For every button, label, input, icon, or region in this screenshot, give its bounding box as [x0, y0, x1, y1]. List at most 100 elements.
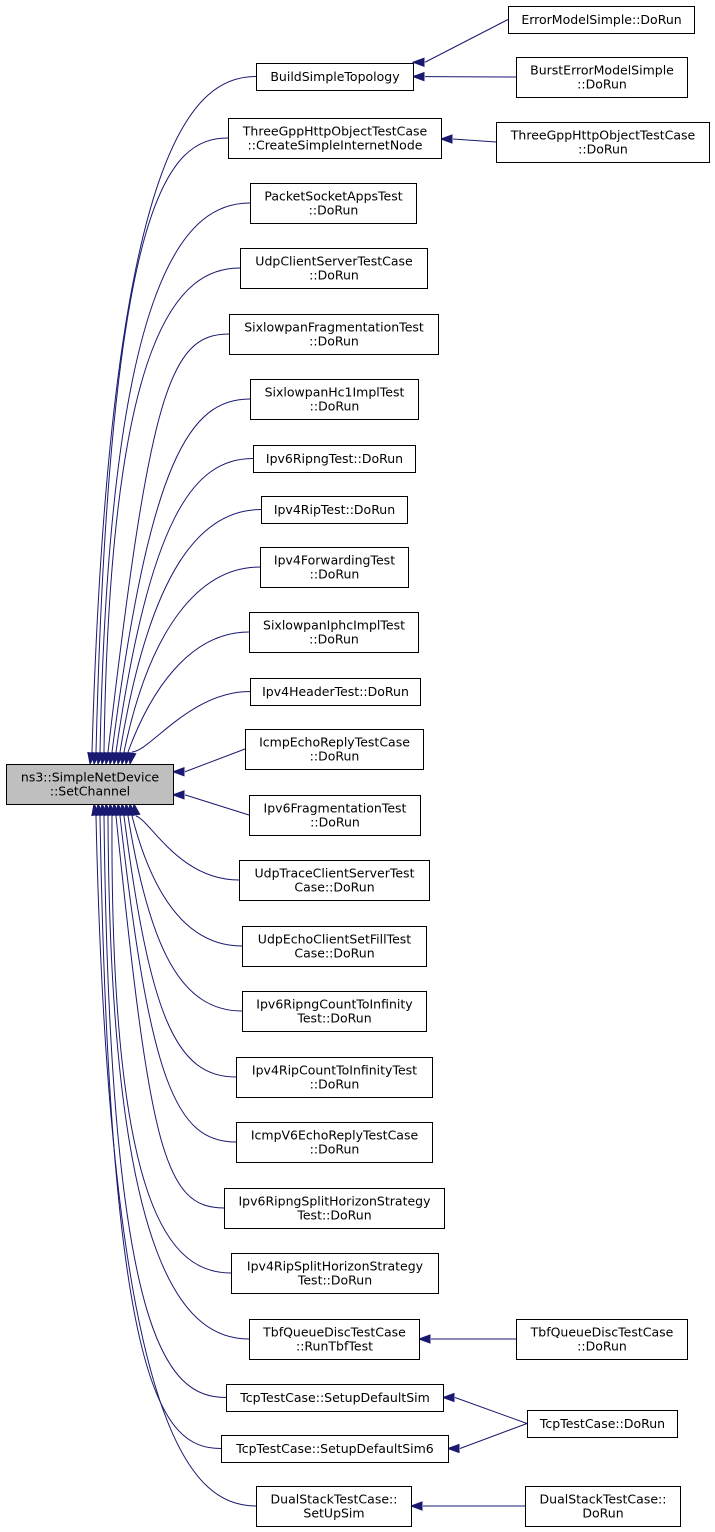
edge-n24-to-root: [91, 802, 257, 1507]
node-label-line: Test::DoRun: [297, 1273, 372, 1288]
edge-n11-to-root-line: [131, 691, 251, 753]
function-node[interactable]: TbfQueueDiscTestCase::DoRun: [516, 1319, 688, 1360]
edge-m1-to-n1-line: [424, 19, 509, 63]
edge-n19-to-root-line: [115, 815, 225, 1209]
node-label-line: Test::DoRun: [296, 1011, 371, 1026]
node-box: [525, 1486, 681, 1527]
edge-n17-to-root: [119, 802, 237, 1078]
node-label-line: ns3::SimpleNetDevice: [21, 770, 159, 785]
edge-n19-to-root: [111, 802, 225, 1209]
node-box: [527, 1410, 678, 1438]
node-label-line: ::DoRun: [577, 1339, 627, 1354]
edge-n3-to-root: [95, 202, 251, 766]
edge-n24-to-root-line: [95, 815, 257, 1507]
edge-n12-to-root-arrowhead: [171, 767, 185, 777]
edge-n16-to-root-line: [127, 815, 243, 1012]
function-node[interactable]: ErrorModelSimple::DoRun: [508, 6, 695, 34]
node-label-line: Ipv4RipTest::DoRun: [274, 502, 395, 517]
function-node[interactable]: Ipv4ForwardingTest::DoRun: [260, 547, 409, 588]
function-node[interactable]: UdpClientServerTestCase::DoRun: [240, 248, 428, 289]
function-node[interactable]: ThreeGppHttpObjectTestCase::DoRun: [496, 122, 710, 163]
function-node[interactable]: SixlowpanFragmentationTest::DoRun: [229, 314, 439, 355]
function-node[interactable]: Ipv4RipCountToInfinityTest::DoRun: [236, 1057, 433, 1098]
node-box: [516, 1319, 688, 1360]
node-box: [236, 1057, 433, 1098]
function-node[interactable]: Ipv4HeaderTest::DoRun: [250, 678, 421, 706]
node-label-line: Test::DoRun: [296, 1208, 371, 1223]
edge-n8-to-root-line: [119, 509, 262, 753]
edge-n5-to-root-line: [107, 333, 230, 753]
node-box: [239, 860, 430, 901]
edge-m4-to-n21-arrowhead: [417, 1334, 431, 1344]
edge-n1-to-root: [87, 76, 257, 766]
function-node[interactable]: ThreeGppHttpObjectTestCase::CreateSimple…: [228, 118, 442, 159]
node-box: [229, 314, 439, 355]
node-box: [6, 764, 174, 805]
edge-m2-to-n1: [411, 71, 517, 82]
node-label-line: TcpTestCase::SetupDefaultSim6: [235, 1441, 434, 1456]
edge-n20-to-root: [107, 802, 232, 1274]
edge-m6-to-n24: [409, 1501, 525, 1511]
edge-n14-to-root: [131, 802, 240, 881]
function-node[interactable]: SixlowpanIphcImplTest::DoRun: [249, 612, 419, 653]
function-node[interactable]: PacketSocketAppsTest::DoRun: [250, 183, 417, 224]
node-box: [249, 612, 419, 653]
function-node[interactable]: IcmpEchoReplyTestCase::DoRun: [245, 729, 424, 770]
node-label-line: ::DoRun: [310, 399, 360, 414]
edge-n12-to-root-line: [184, 748, 246, 773]
node-label-line: SixlowpanHc1ImplTest: [265, 385, 405, 400]
function-node[interactable]: BuildSimpleTopology: [256, 63, 414, 91]
function-node[interactable]: SixlowpanHc1ImplTest::DoRun: [250, 379, 419, 420]
edge-m1-to-n1: [411, 19, 509, 67]
node-label-line: TcpTestCase::SetupDefaultSim: [239, 1390, 430, 1405]
node-label-line: Ipv4HeaderTest::DoRun: [262, 684, 409, 699]
node-label-line: Ipv4RipCountToInfinityTest: [252, 1063, 417, 1078]
node-label-line: ::SetChannel: [50, 784, 130, 799]
function-node[interactable]: TcpTestCase::DoRun: [527, 1410, 678, 1438]
function-node[interactable]: Ipv4RipTest::DoRun: [261, 496, 408, 524]
node-label-line: BuildSimpleTopology: [270, 69, 400, 84]
function-node[interactable]: TcpTestCase::SetupDefaultSim6: [221, 1435, 449, 1463]
edge-n22-to-root: [99, 802, 227, 1398]
function-node[interactable]: TbfQueueDiscTestCase::RunTbfTest: [249, 1319, 420, 1360]
edge-m1-to-n1-arrowhead: [411, 57, 425, 67]
function-node[interactable]: DualStackTestCase::SetUpSim: [256, 1486, 412, 1527]
node-box: [236, 1122, 433, 1163]
edge-n12-to-root: [171, 748, 246, 777]
node-label-line: ::DoRun: [309, 334, 359, 349]
function-node[interactable]: Ipv6RipngTest::DoRun: [253, 445, 416, 473]
edge-n7-to-root-line: [115, 458, 254, 753]
node-box: [231, 1253, 439, 1294]
edge-m5-to-n23: [446, 1423, 528, 1454]
node-label-line: ::DoRun: [310, 815, 360, 830]
node-label-line: SixlowpanFragmentationTest: [244, 320, 424, 335]
function-node[interactable]: Ipv6FragmentationTest::DoRun: [249, 795, 421, 836]
function-node[interactable]: TcpTestCase::SetupDefaultSim: [226, 1384, 444, 1412]
edge-n2-to-root-line: [95, 137, 229, 753]
node-label-line: UdpEchoClientSetFillTest: [258, 932, 411, 947]
edge-m3-to-n2-arrowhead: [439, 134, 453, 144]
node-label-line: Case::DoRun: [294, 880, 374, 895]
node-label-line: Ipv6RipngTest::DoRun: [266, 451, 403, 466]
node-label-line: TbfQueueDiscTestCase: [262, 1325, 406, 1340]
function-node[interactable]: IcmpV6EchoReplyTestCase::DoRun: [236, 1122, 433, 1163]
node-label-line: ::DoRun: [577, 77, 627, 92]
edge-n13-to-root: [171, 790, 250, 816]
function-node[interactable]: DualStackTestCase::DoRun: [525, 1486, 681, 1527]
function-node[interactable]: BurstErrorModelSimple::DoRun: [516, 57, 688, 98]
node-label-line: IcmpV6EchoReplyTestCase: [251, 1128, 419, 1143]
edge-n7-to-root: [111, 458, 254, 766]
node-label-line: ::CreateSimpleInternetNode: [248, 138, 423, 153]
root-function-node[interactable]: ns3::SimpleNetDevice::SetChannel: [6, 764, 174, 805]
edge-m5-to-n23-line: [459, 1423, 528, 1449]
node-box: [221, 1435, 449, 1463]
edge-m5-to-n23-arrowhead: [446, 1443, 460, 1454]
node-box: [256, 63, 414, 91]
node-label-line: ::DoRun: [310, 749, 360, 764]
edge-n22-to-root-line: [103, 815, 227, 1398]
